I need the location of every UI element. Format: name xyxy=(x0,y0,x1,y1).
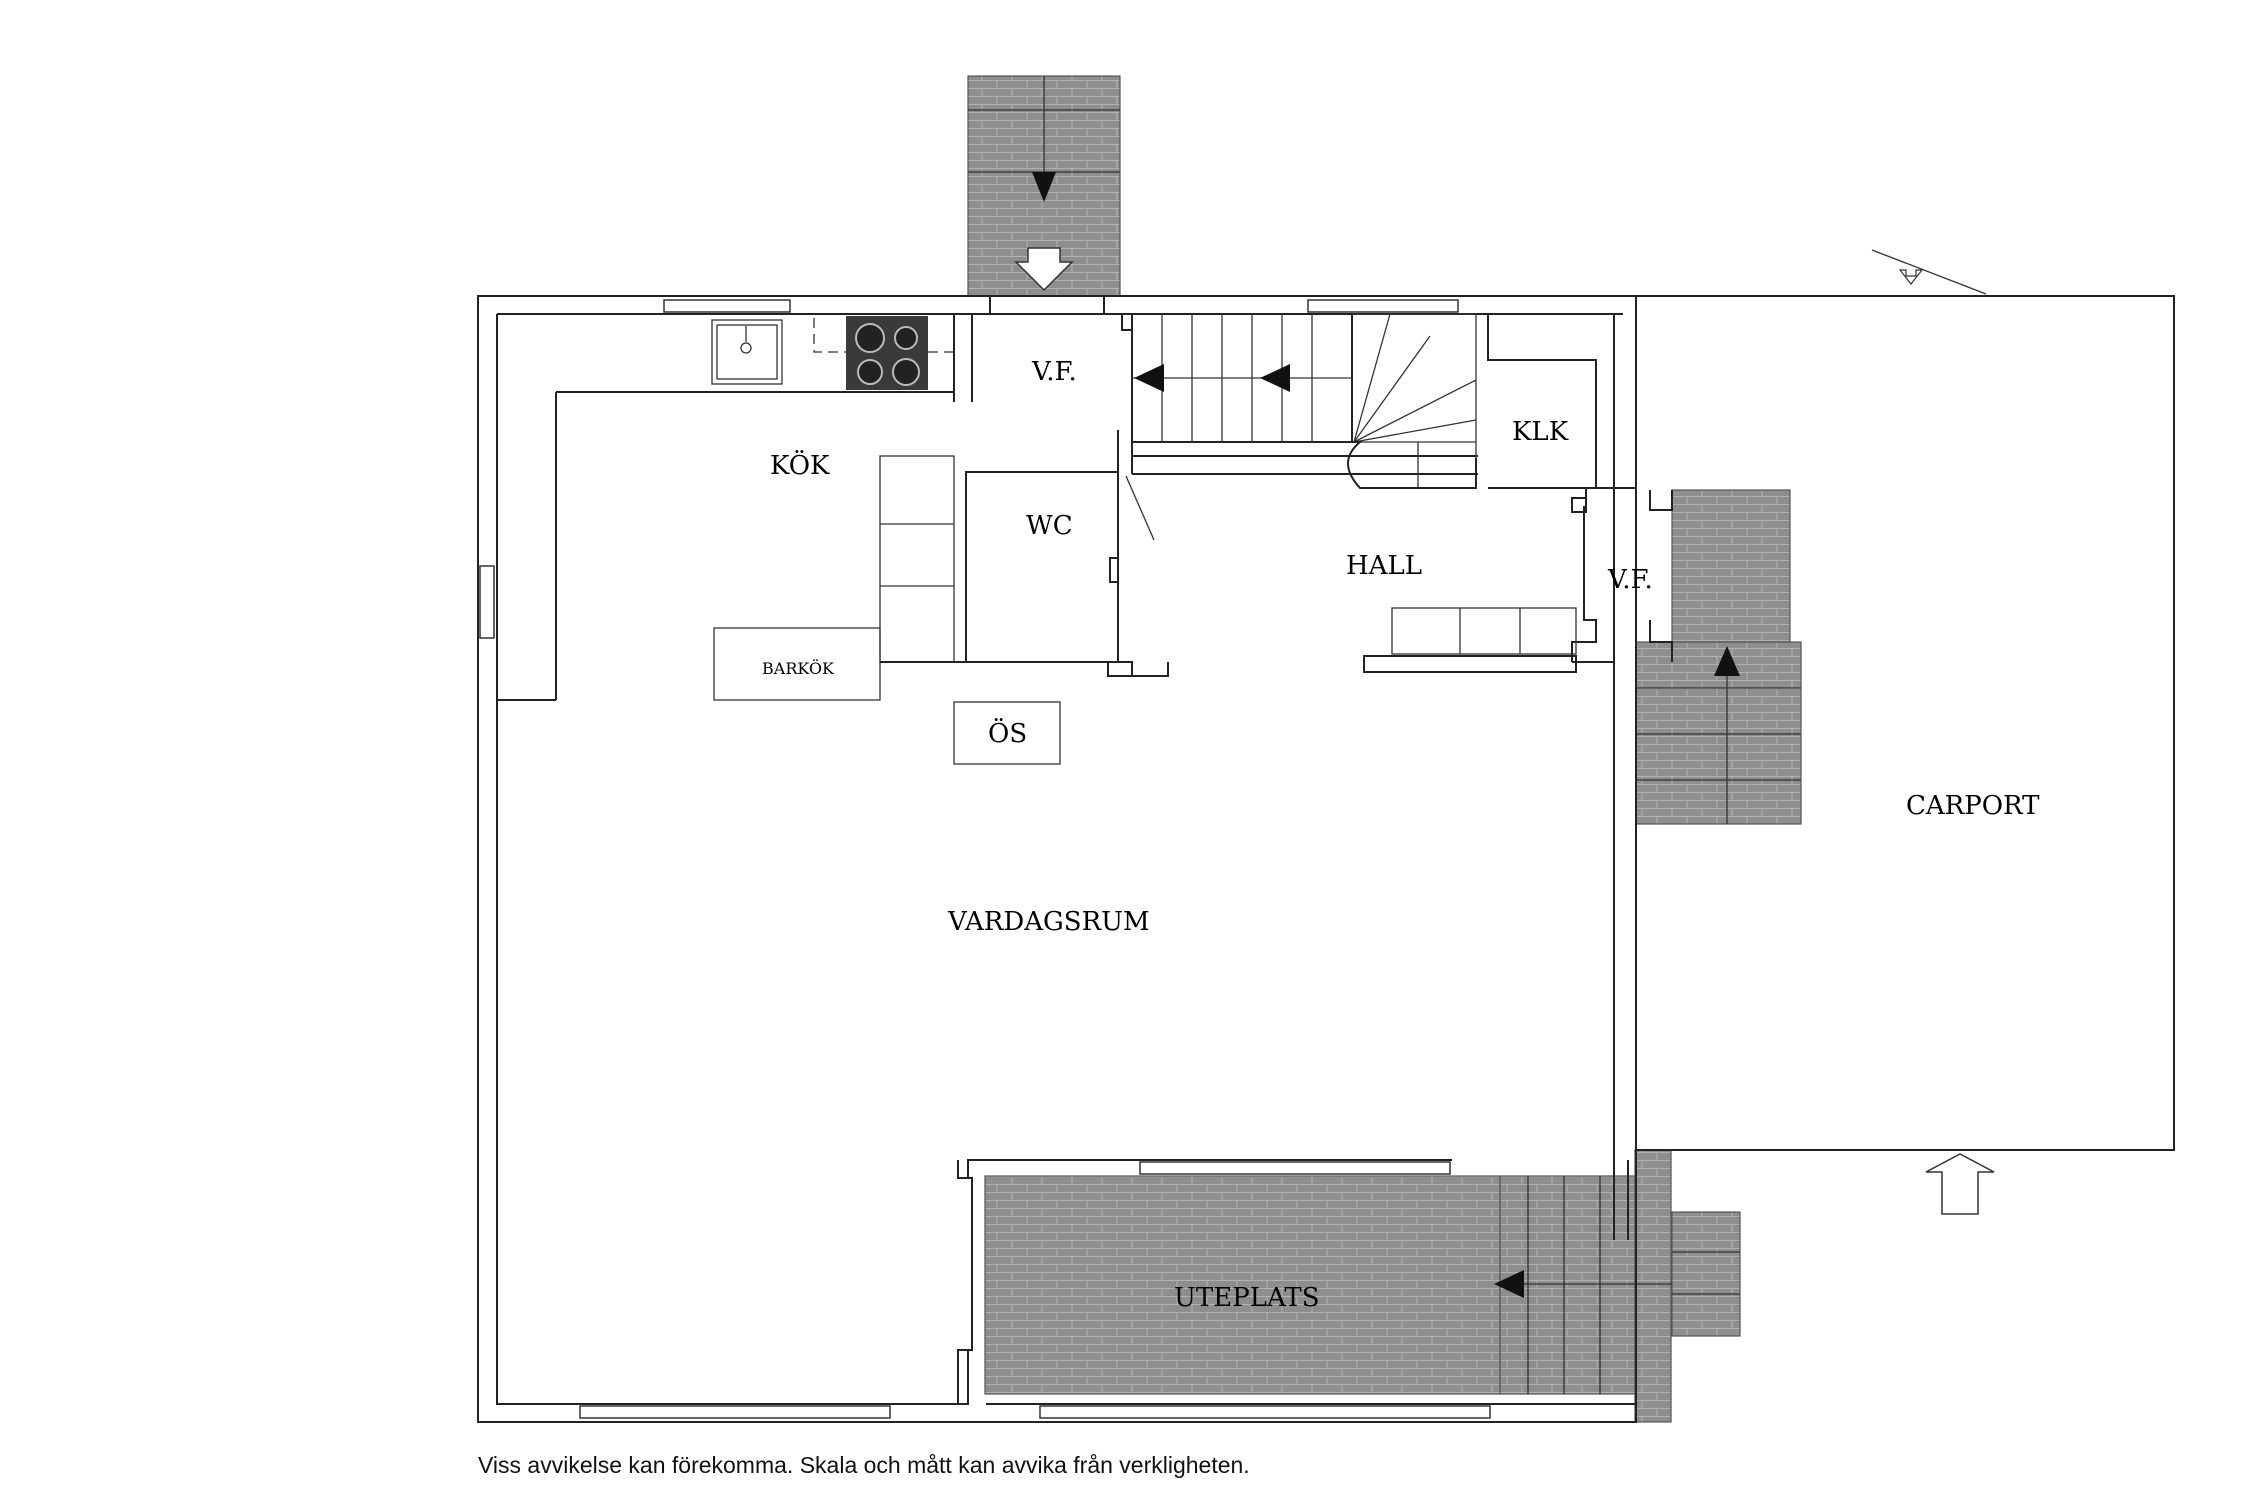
arrow-left-icon xyxy=(1260,364,1290,392)
arrow-down-icon xyxy=(1032,172,1056,202)
room-label-hall: HALL xyxy=(1346,551,1422,581)
room-label-wc: WC xyxy=(1026,511,1073,541)
disclaimer-text: Viss avvikelse kan förekomma. Skala och … xyxy=(478,1452,1250,1478)
room-label-kok: KÖK xyxy=(770,449,830,481)
room-label-uteplats: UTEPLATS xyxy=(1174,1283,1320,1313)
entrance-arrow-icon xyxy=(1898,269,1924,285)
arrow-left-icon xyxy=(1494,1270,1524,1298)
room-label-carport: CARPORT xyxy=(1906,791,2040,821)
windows xyxy=(479,299,1491,1419)
staircase xyxy=(1131,313,1477,489)
room-label-klk: KLK xyxy=(1512,417,1569,447)
barkok-counter xyxy=(713,627,881,701)
arrow-left-icon xyxy=(1134,364,1164,392)
uteplats-paving xyxy=(984,1149,1741,1423)
arrow-up-icon xyxy=(1714,646,1740,676)
hall-wardrobe xyxy=(1391,607,1577,655)
room-label-barkok: BARKÖK xyxy=(762,658,835,678)
carport xyxy=(1635,249,2175,1215)
drain-icon xyxy=(740,342,752,354)
klk-and-hall xyxy=(1363,314,1673,1160)
kitchen-cabinets xyxy=(879,455,955,663)
entrance-arrow-icon xyxy=(1014,247,1074,292)
room-label-os: ÖS xyxy=(988,717,1027,749)
os-stove xyxy=(953,701,1061,765)
room-label-vardagsrum: VARDAGSRUM xyxy=(947,907,1150,937)
north-entrance-steps xyxy=(967,75,1121,297)
wc-and-vf xyxy=(953,296,1478,676)
kitchen xyxy=(711,316,1169,765)
room-label-vf-north: V.F. xyxy=(1031,357,1077,387)
room-label-vf-east: V.F. xyxy=(1607,565,1653,595)
east-entrance-steps xyxy=(1635,489,1802,825)
sink xyxy=(711,319,783,385)
entrance-arrow-icon xyxy=(1925,1153,1995,1215)
